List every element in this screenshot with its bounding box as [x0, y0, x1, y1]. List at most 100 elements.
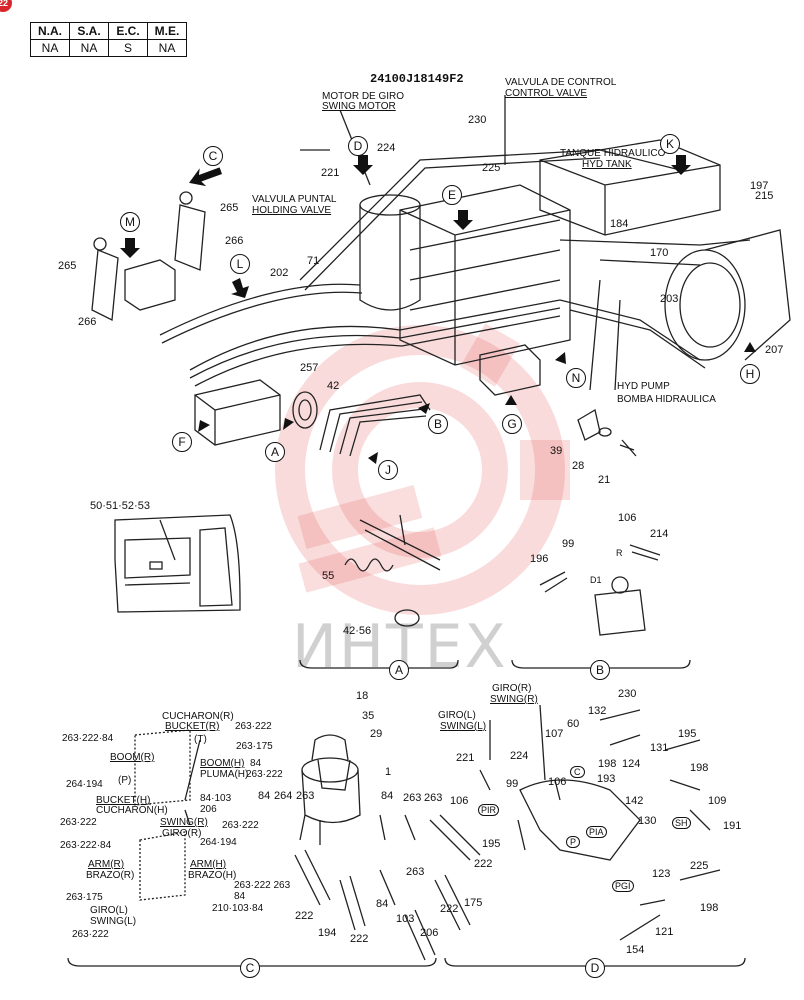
- hyd-tank-label-es: TANQUE HIDRAULICO: [560, 148, 666, 159]
- part-28: 28: [572, 460, 585, 472]
- part-265-left: 265: [58, 260, 77, 272]
- d-part-130: 130: [638, 815, 657, 827]
- part-106-b: 106: [618, 512, 637, 524]
- header-na: N.A.: [30, 22, 70, 40]
- part-197: 197: [750, 180, 769, 192]
- d-part-195-b: 195: [482, 838, 501, 850]
- c-84-a: 84: [250, 758, 262, 769]
- d-tag-pia: PIA: [586, 826, 607, 838]
- section-callout-a: A: [389, 660, 409, 680]
- c-t-port: (T): [194, 734, 207, 745]
- tag-r: R: [616, 548, 623, 558]
- part-196: 196: [530, 553, 549, 565]
- d-part-198-c: 198: [700, 902, 719, 914]
- c-263-222-b: 263·222: [246, 769, 283, 780]
- d-tag-pir: PIR: [478, 804, 500, 816]
- c-pluma-h: PLUMA(H): [200, 769, 249, 780]
- part-215: 215: [755, 190, 774, 202]
- view-callout-f: F: [172, 432, 192, 452]
- part-50-53: 50·51·52·53: [90, 500, 150, 512]
- view-callout-e: E: [442, 185, 462, 205]
- control-valve-label-es: VALVULA DE CONTROL: [505, 77, 617, 88]
- part-99-b: 99: [562, 538, 575, 550]
- c-part-263-b: 263: [403, 792, 422, 804]
- part-203: 203: [660, 293, 679, 305]
- d-part-106-a: 106: [450, 795, 469, 807]
- availability-header-row: N.A. S.A. E.C. M.E.: [30, 22, 187, 40]
- c-cucharon-r: CUCHARON(R): [162, 711, 234, 722]
- d-part-107: 107: [545, 728, 564, 740]
- part-42-56: 42·56: [343, 625, 372, 637]
- d-part-99: 99: [506, 778, 519, 790]
- c-boom-h: BOOM(H): [200, 758, 245, 769]
- c-swing-l: SWING(L): [90, 916, 137, 927]
- drawing-code: 24100J18149F2: [370, 72, 464, 86]
- c-263-222-84-b: 263·222·84: [60, 840, 112, 851]
- c-part-194: 194: [318, 927, 337, 939]
- c-part-263-d: 263: [406, 866, 425, 878]
- c-263-222: 263·222: [60, 817, 97, 828]
- c-263-222-a: 263·222: [235, 721, 272, 732]
- holding-valve-label-en: HOLDING VALVE: [252, 205, 332, 216]
- swing-motor-label-en: SWING MOTOR: [322, 101, 396, 112]
- c-263-222-bottom: 263·222: [72, 929, 109, 940]
- view-callout-k: K: [660, 134, 680, 154]
- c-bucket-r: BUCKET(R): [165, 721, 220, 732]
- d-part-195-a: 195: [678, 728, 697, 740]
- c-264-194-r: 264·194: [200, 837, 237, 848]
- c-part-222-a: 222: [474, 858, 493, 870]
- d-tag-sh: SH: [672, 817, 691, 829]
- part-21: 21: [598, 474, 611, 486]
- c-part-263-c: 263: [424, 792, 443, 804]
- d-giro-l: GIRO(L): [438, 710, 476, 721]
- view-callout-h: H: [740, 364, 760, 384]
- c-part-175: 175: [464, 897, 483, 909]
- d-part-230: 230: [618, 688, 637, 700]
- part-184: 184: [610, 218, 629, 230]
- part-224: 224: [377, 142, 396, 154]
- d-part-198-b: 198: [690, 762, 709, 774]
- header-me: M.E.: [147, 22, 187, 40]
- c-part-222-d: 222: [295, 910, 314, 922]
- c-part-222-c: 222: [350, 933, 369, 945]
- c-part-18: 18: [356, 690, 369, 702]
- c-brazo-r: BRAZO(R): [86, 870, 135, 881]
- value-ec: S: [108, 39, 148, 57]
- part-230: 230: [468, 114, 487, 126]
- view-callout-b: B: [428, 414, 448, 434]
- view-callout-m: M: [120, 212, 140, 232]
- d-part-191: 191: [723, 820, 742, 832]
- c-giro-l: GIRO(L): [90, 905, 128, 916]
- d-part-123: 123: [652, 868, 671, 880]
- c-part-84-b: 84: [381, 790, 394, 802]
- c-part-103: 103: [396, 913, 415, 925]
- c-cucharon-h: CUCHARON(H): [96, 805, 168, 816]
- c-part-222-b: 222: [440, 903, 459, 915]
- d-part-154: 154: [626, 944, 645, 956]
- d-part-124: 124: [622, 758, 641, 770]
- c-263-175-a: 263·175: [236, 741, 273, 752]
- value-me: NA: [147, 39, 187, 57]
- hyd-tank-label-en: HYD TANK: [582, 159, 632, 170]
- c-206: 206: [200, 804, 217, 815]
- c-210-103-84: 210·103·84: [212, 903, 264, 914]
- c-brazo-h: BRAZO(H): [188, 870, 237, 881]
- d-part-60: 60: [567, 718, 580, 730]
- d-part-224: 224: [510, 750, 529, 762]
- view-callout-l: L: [230, 254, 250, 274]
- c-part-84-c: 84: [376, 898, 389, 910]
- part-214: 214: [650, 528, 669, 540]
- corner-badge: 22: [0, 0, 12, 12]
- value-na: NA: [30, 39, 70, 57]
- availability-value-row: NA NA S NA: [30, 39, 187, 57]
- d-part-109: 109: [708, 795, 727, 807]
- part-39: 39: [550, 445, 563, 457]
- part-265-right: 265: [220, 202, 239, 214]
- section-callout-d: D: [585, 958, 605, 978]
- c-part-29: 29: [370, 728, 383, 740]
- c-part-264: 264: [274, 790, 293, 802]
- value-sa: NA: [69, 39, 109, 57]
- hyd-pump-label-en: HYD PUMP: [617, 381, 670, 392]
- c-84-103: 84·103: [200, 793, 232, 804]
